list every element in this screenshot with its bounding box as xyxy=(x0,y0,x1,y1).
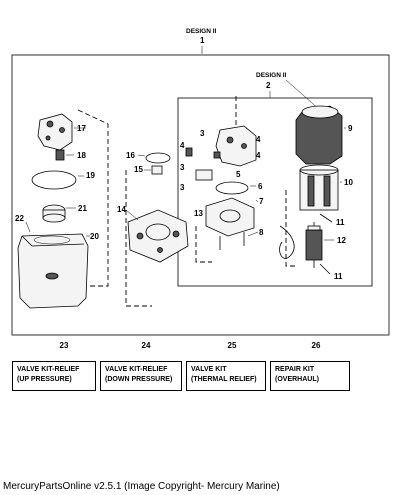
kit-26-subtitle: (OVERHAUL) xyxy=(275,376,319,383)
kit-26-box[interactable]: REPAIR KIT (OVERHAUL) xyxy=(270,361,350,391)
part-17-valve-block xyxy=(37,113,86,151)
leader-16 xyxy=(137,154,146,157)
kit-26-title: REPAIR KIT xyxy=(275,366,315,373)
kit-25-title: VALVE KIT xyxy=(191,366,227,373)
callout-15: 15 xyxy=(134,165,143,174)
callout-16: 16 xyxy=(126,151,135,160)
callout-3-low: 3 xyxy=(180,183,185,192)
leader-8 xyxy=(247,231,259,237)
callout-10: 10 xyxy=(344,178,353,187)
kit-25-number: 25 xyxy=(227,341,237,350)
callout-5: 5 xyxy=(236,170,241,179)
part-10-field-housing xyxy=(299,164,339,211)
callout-8: 8 xyxy=(259,228,264,237)
callout-18: 18 xyxy=(77,151,86,160)
kit-24-subtitle: (DOWN PRESSURE) xyxy=(105,376,173,383)
callout-12: 12 xyxy=(337,236,346,245)
leader-7 xyxy=(255,199,259,203)
part-20-reservoir xyxy=(17,233,89,309)
part-3-4-5-valve-stack xyxy=(185,125,257,181)
callout-4-left: 4 xyxy=(180,141,185,150)
kit-24-number: 24 xyxy=(141,341,151,350)
callout-7: 7 xyxy=(259,197,264,206)
callout-11-top: 11 xyxy=(336,218,345,227)
part-12-armature xyxy=(305,222,323,268)
leader-22 xyxy=(25,221,31,233)
design-label-sub: DESIGN II xyxy=(256,72,287,79)
part-18-fitting xyxy=(55,149,74,161)
guide-mid xyxy=(125,170,152,307)
design-label-top: DESIGN II xyxy=(186,28,217,35)
callout-13: 13 xyxy=(194,209,203,218)
copyright-footer: MercuryPartsOnline v2.5.1 (Image Copyrig… xyxy=(3,481,280,492)
kit-24-box[interactable]: VALVE KIT-RELIEF (DOWN PRESSURE) xyxy=(100,361,182,391)
kit-26-number: 26 xyxy=(311,341,321,350)
motor-group-frame xyxy=(177,97,373,287)
leader-design-ii xyxy=(285,79,321,111)
callout-3-top: 3 xyxy=(200,129,205,138)
callout-6: 6 xyxy=(258,182,263,191)
guide-valve xyxy=(195,226,212,263)
part-9-motor-cover xyxy=(295,105,343,165)
part-6-o-ring xyxy=(215,181,249,195)
kit-23-title: VALVE KIT-RELIEF xyxy=(17,366,80,373)
kit-23-number: 23 xyxy=(59,341,69,350)
callout-19: 19 xyxy=(86,171,95,180)
part-8-screws xyxy=(219,232,245,250)
part-16-o-ring xyxy=(145,152,171,164)
assembly-frame xyxy=(11,54,390,336)
part-11-bolt-top xyxy=(319,213,333,223)
part-15-plug xyxy=(151,165,163,175)
part-7-end-plate xyxy=(205,197,255,237)
kit-24-title: VALVE KIT-RELIEF xyxy=(105,366,168,373)
callout-4-right: 4 xyxy=(256,151,261,160)
part-21-reservoir-cap xyxy=(42,204,66,223)
callout-21: 21 xyxy=(78,204,87,213)
callout-9: 9 xyxy=(348,124,353,133)
guide-motor xyxy=(285,190,296,267)
callout-20: 20 xyxy=(90,232,99,241)
callout-4-right-top: 4 xyxy=(256,135,261,144)
callout-2: 2 xyxy=(266,81,271,90)
part-14-pump-body xyxy=(127,209,189,263)
kit-23-box[interactable]: VALVE KIT-RELIEF (UP PRESSURE) xyxy=(12,361,96,391)
callout-1: 1 xyxy=(200,36,205,45)
callout-22: 22 xyxy=(15,214,24,223)
kit-23-subtitle: (UP PRESSURE) xyxy=(17,376,72,383)
part-11-bolt-bottom xyxy=(319,263,331,275)
part-19-o-ring xyxy=(31,170,77,190)
leader-14 xyxy=(125,209,139,221)
kit-25-subtitle: (THERMAL RELIEF) xyxy=(191,376,257,383)
callout-17: 17 xyxy=(77,124,86,133)
callout-11-bottom: 11 xyxy=(334,272,343,281)
exploded-parts-diagram: DESIGN II 1 DESIGN II 2 17 18 19 21 xyxy=(11,28,390,336)
kit-25-box[interactable]: VALVE KIT (THERMAL RELIEF) xyxy=(186,361,266,391)
guide-left xyxy=(77,109,109,287)
motor-wiring xyxy=(279,225,295,259)
callout-3-mid: 3 xyxy=(180,163,185,172)
callout-14: 14 xyxy=(117,205,126,214)
